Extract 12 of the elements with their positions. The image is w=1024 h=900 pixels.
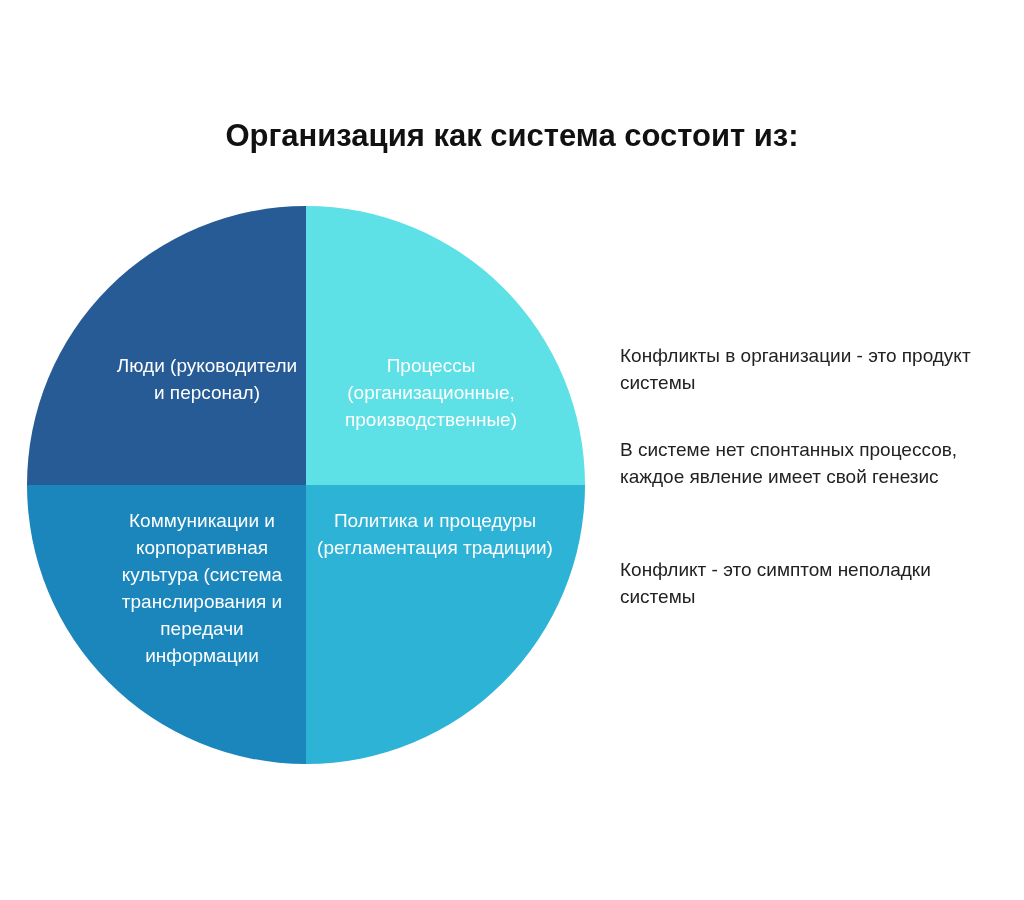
note-text: Конфликты в организации - это продукт системы [620,344,972,395]
sector-label: Политика и процедуры (регламентация традиции) [316,509,554,560]
circle-quadrant [27,485,306,764]
circle-quadrant [306,485,585,764]
sector-label: Коммуникации и корпоративная культура (система транслирования и передачи информации [120,509,284,668]
diagram-title: Организация как система состоит из: [224,118,800,154]
circle-quadrant [27,206,306,485]
note-text: В системе нет спонтанных процессов, каждое явление имеет свой генезис [620,438,959,489]
note-text: Конфликт - это симптом неполадки системы [620,558,932,609]
sector-label: Процессы (организационные, производственные) [343,354,519,432]
sector-label: Люди (руководители и персонал) [115,354,299,405]
circle-quadrant [306,206,585,485]
